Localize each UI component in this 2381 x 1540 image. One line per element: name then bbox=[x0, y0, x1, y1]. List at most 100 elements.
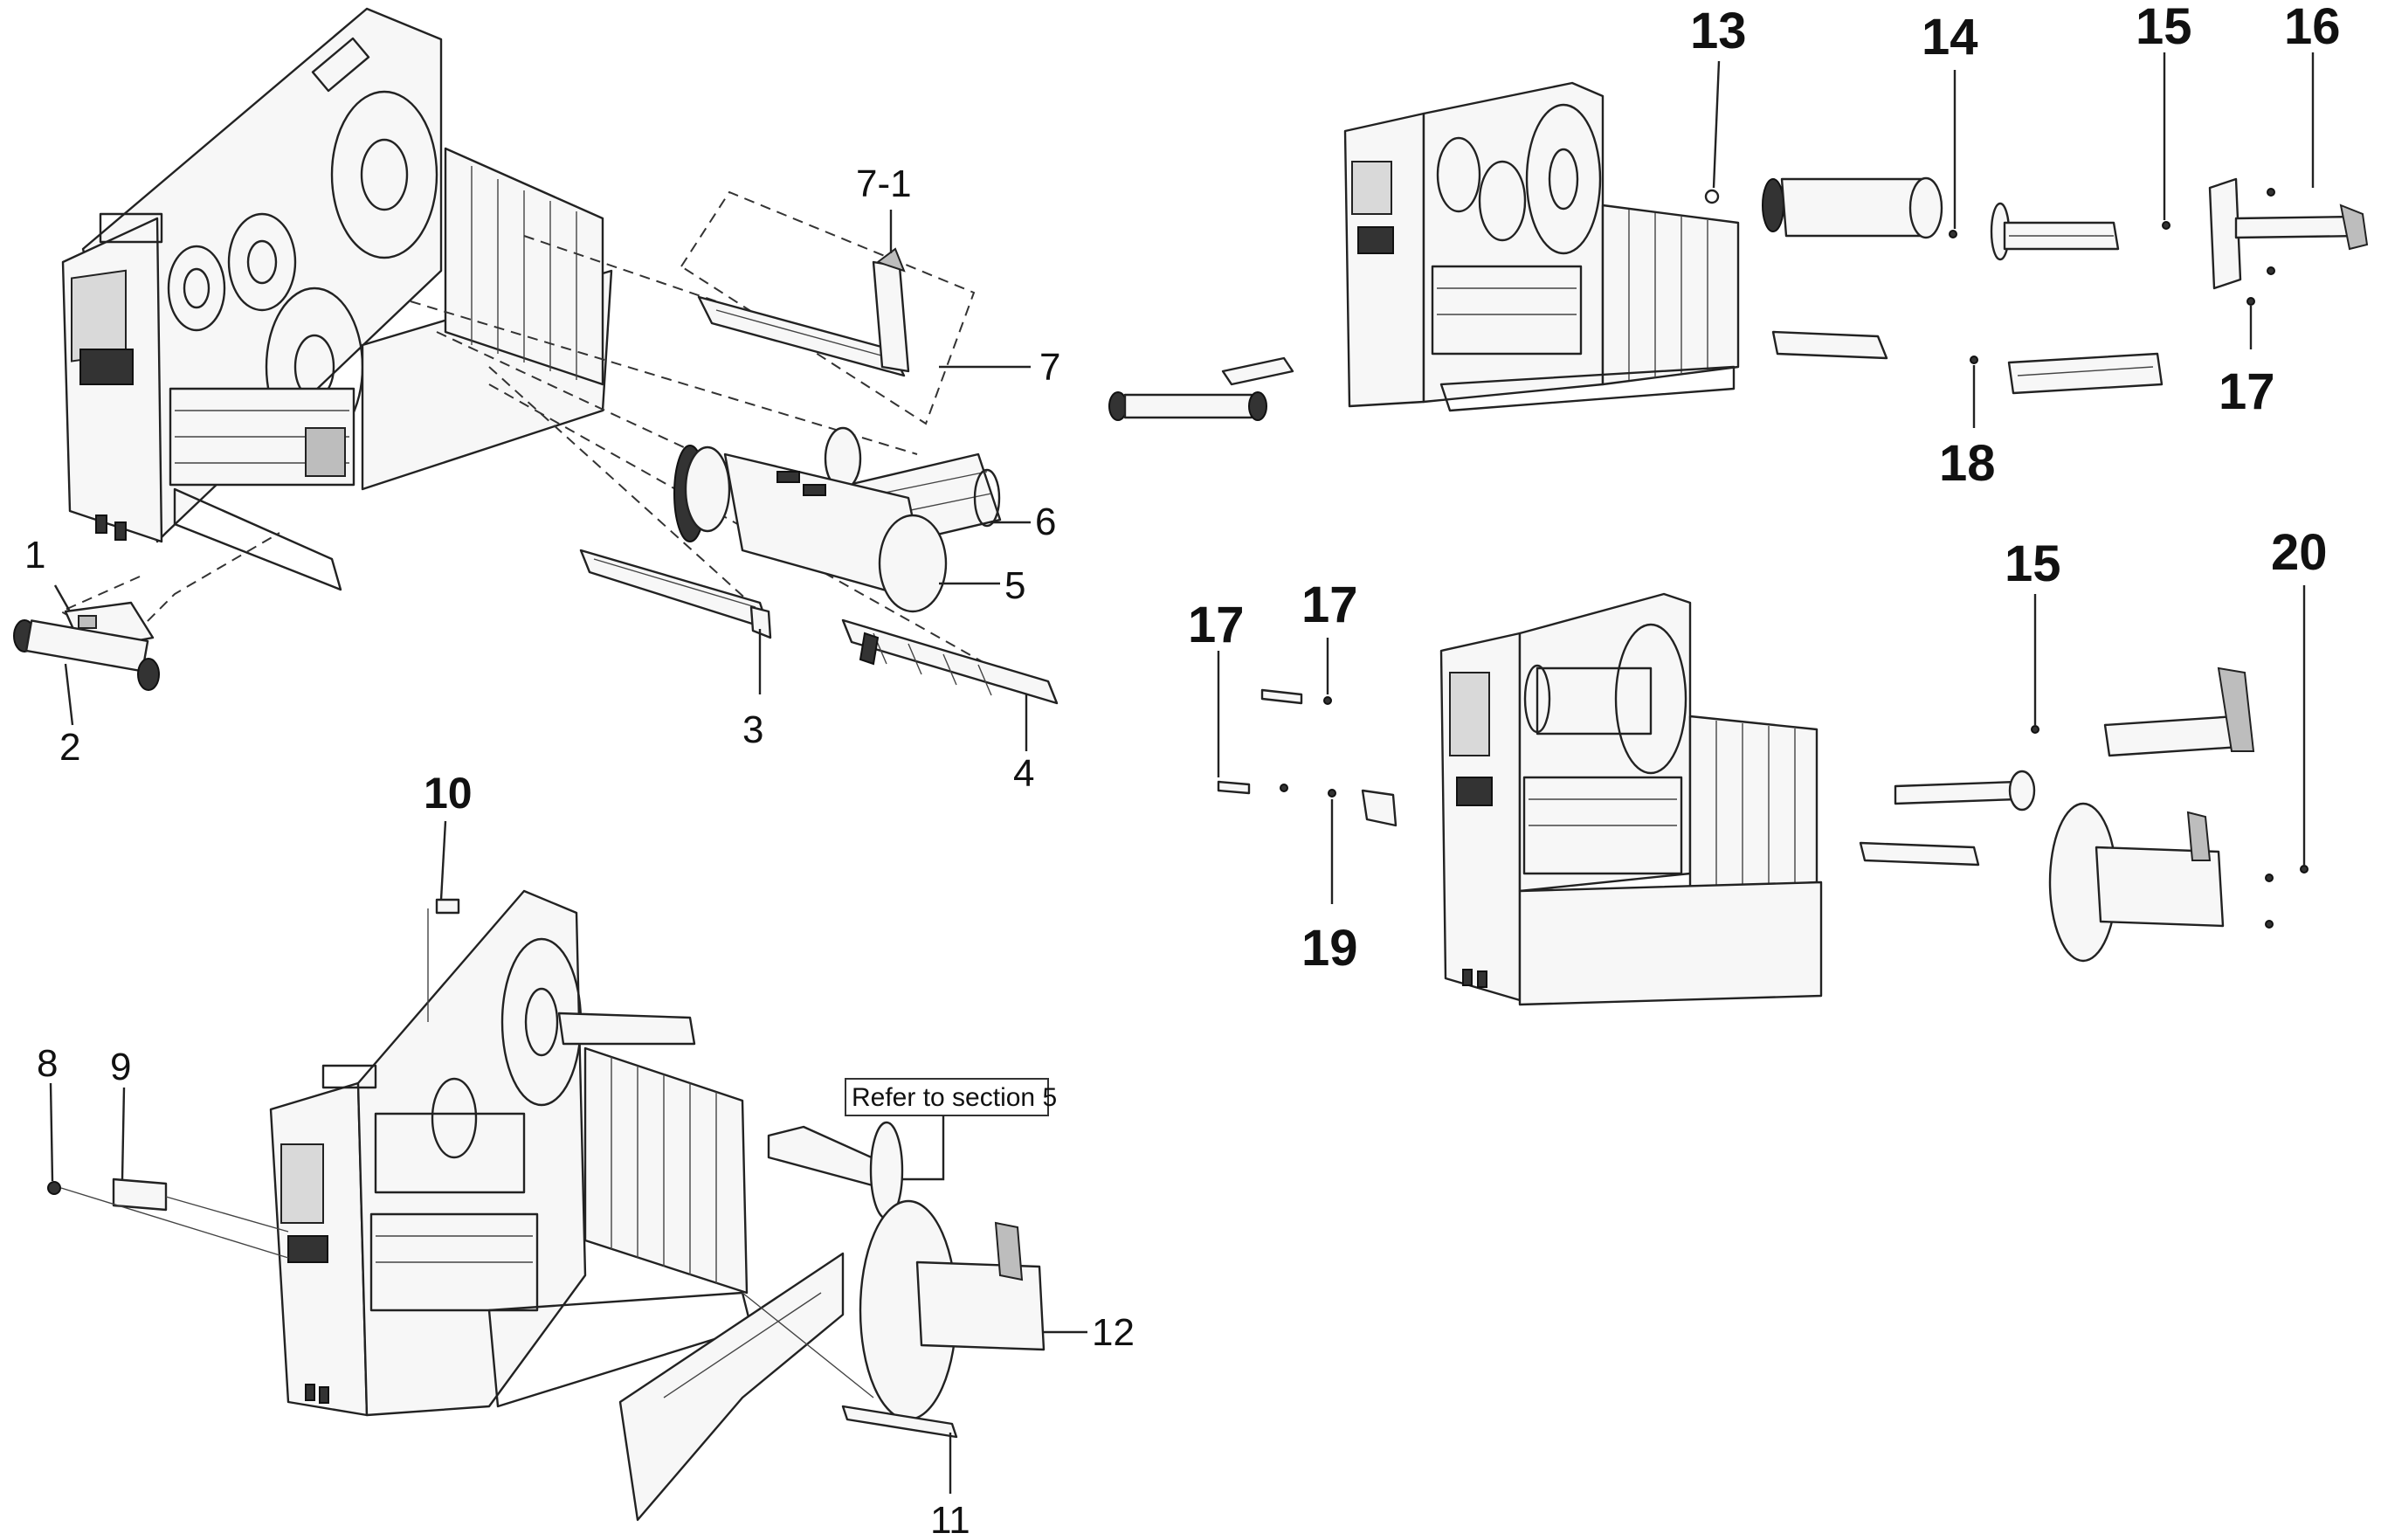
part-5-roll-end bbox=[878, 514, 948, 613]
part-17b-bracket bbox=[1260, 688, 1303, 705]
callout-15a: 15 bbox=[2136, 0, 2192, 55]
callout-17a: 17 bbox=[2219, 363, 2275, 420]
printer-a-foot-1 bbox=[95, 514, 107, 534]
part-16b-screw bbox=[2267, 266, 2275, 275]
part-4-tear-bar bbox=[841, 618, 1059, 705]
printer-a-mechanism-block bbox=[305, 427, 346, 477]
printer-d-foot-1 bbox=[305, 1384, 315, 1401]
part-7-1-handle bbox=[875, 247, 906, 273]
printer-a-disc-2 bbox=[227, 212, 297, 312]
printer-b-disc-3 bbox=[1525, 103, 1602, 255]
reference-box-text: Refer to section 5 bbox=[852, 1083, 1057, 1112]
printer-c-base bbox=[1518, 880, 1823, 1006]
part-7-assembly bbox=[697, 295, 906, 377]
part-2-roller-gear-right bbox=[137, 658, 160, 691]
callout-17c: 17 bbox=[1188, 597, 1245, 653]
part-5-label-2 bbox=[803, 484, 826, 496]
part-5-flange bbox=[684, 445, 731, 533]
explode-line-5 bbox=[436, 331, 700, 455]
explode-line-9 bbox=[165, 1196, 289, 1233]
view-c-spindle bbox=[1894, 780, 2019, 805]
callout-14: 14 bbox=[1922, 9, 1978, 66]
view-d-cover-plate bbox=[618, 1252, 845, 1522]
callout-2: 2 bbox=[59, 726, 80, 769]
leader-10 bbox=[439, 820, 447, 901]
part-3-rail bbox=[579, 549, 770, 631]
printer-a-top-slot bbox=[311, 37, 370, 93]
printer-c-spindle-roll bbox=[1536, 666, 1653, 735]
callout-15b: 15 bbox=[2005, 535, 2061, 592]
part-15b-screw bbox=[2031, 725, 2039, 734]
printer-b-print-mechanism bbox=[1431, 265, 1583, 356]
part-12-lever bbox=[994, 1221, 1024, 1281]
leader-2 bbox=[64, 663, 74, 726]
printer-c-display bbox=[1449, 672, 1490, 756]
callout-4: 4 bbox=[1013, 752, 1034, 795]
printer-b-front-panel bbox=[1343, 112, 1425, 408]
view-c-sensor-rail bbox=[1859, 841, 1980, 867]
explode-line-8 bbox=[60, 1187, 289, 1259]
printer-a-keypad bbox=[79, 349, 134, 385]
view-b-printer: 13 14 15 16 17 18 bbox=[1108, 0, 2369, 492]
leader-9 bbox=[121, 1087, 126, 1180]
part-16-screw bbox=[2267, 188, 2275, 197]
view-b-sensor-rail bbox=[1771, 330, 1888, 360]
callout-1: 1 bbox=[24, 534, 45, 577]
part-11-rail bbox=[841, 1405, 958, 1439]
printer-a-foot-2 bbox=[114, 521, 127, 541]
part-4-lever bbox=[859, 632, 880, 666]
printer-c-keypad bbox=[1456, 777, 1493, 806]
printer-a-display bbox=[71, 269, 127, 363]
part-17-screw bbox=[2246, 297, 2255, 306]
printer-a-base bbox=[173, 487, 342, 591]
part-20-lever bbox=[2186, 811, 2212, 861]
reference-leader bbox=[895, 1115, 945, 1181]
callout-8: 8 bbox=[37, 1042, 58, 1085]
callout-18: 18 bbox=[1939, 435, 1996, 492]
printer-b-media-guide bbox=[1601, 204, 1740, 386]
printer-d-display bbox=[280, 1143, 324, 1224]
part-13-gear bbox=[1762, 178, 1784, 232]
leader-13 bbox=[1712, 60, 1721, 189]
printer-c-disc bbox=[1614, 623, 1687, 775]
part-7-group-box bbox=[680, 190, 976, 425]
printer-a-disc-4 bbox=[330, 90, 438, 259]
part-18-rail bbox=[2007, 352, 2164, 395]
callout-11: 11 bbox=[930, 1499, 970, 1540]
view-c-printer: 15 20 17 17 19 bbox=[1188, 524, 2328, 1006]
callout-9: 9 bbox=[110, 1046, 131, 1088]
part-15-handle bbox=[2339, 204, 2369, 251]
printer-d-ribbon-roll bbox=[374, 1112, 526, 1194]
leader-8 bbox=[49, 1082, 54, 1182]
view-a-printer: 1 2 3 4 5 6 7 7-1 bbox=[13, 7, 1060, 795]
callout-6: 6 bbox=[1035, 501, 1056, 543]
printer-d-keypad bbox=[287, 1235, 328, 1263]
part-13-roll bbox=[1780, 177, 1932, 238]
part-1-clip bbox=[78, 615, 97, 629]
printer-b-disc-1 bbox=[1436, 136, 1481, 213]
leader-1 bbox=[53, 584, 72, 612]
printer-b-base bbox=[1439, 365, 1736, 412]
part-19-screw bbox=[1328, 789, 1336, 798]
printer-d-media-guide bbox=[583, 1046, 749, 1295]
explode-line-3 bbox=[488, 366, 761, 612]
callout-16: 16 bbox=[2284, 0, 2341, 55]
callout-7-1: 7-1 bbox=[856, 162, 912, 205]
part-5-label-1 bbox=[776, 471, 800, 483]
part-15-bracket bbox=[2208, 177, 2242, 290]
callout-13: 13 bbox=[1690, 3, 1747, 59]
part-2-roller bbox=[24, 619, 149, 673]
part-15b-lever bbox=[2217, 666, 2255, 752]
part-17b-screw bbox=[1323, 696, 1332, 705]
callout-19: 19 bbox=[1301, 920, 1358, 977]
part-8-screw bbox=[47, 1181, 61, 1195]
part-3-end bbox=[749, 605, 772, 639]
explode-line-1 bbox=[59, 532, 280, 648]
part-20-assembly bbox=[2095, 846, 2225, 928]
part-14-screw bbox=[1949, 230, 1957, 238]
callout-7: 7 bbox=[1039, 346, 1060, 389]
view-b-bracket bbox=[1221, 356, 1294, 386]
part-20-screw-3 bbox=[2300, 865, 2309, 874]
